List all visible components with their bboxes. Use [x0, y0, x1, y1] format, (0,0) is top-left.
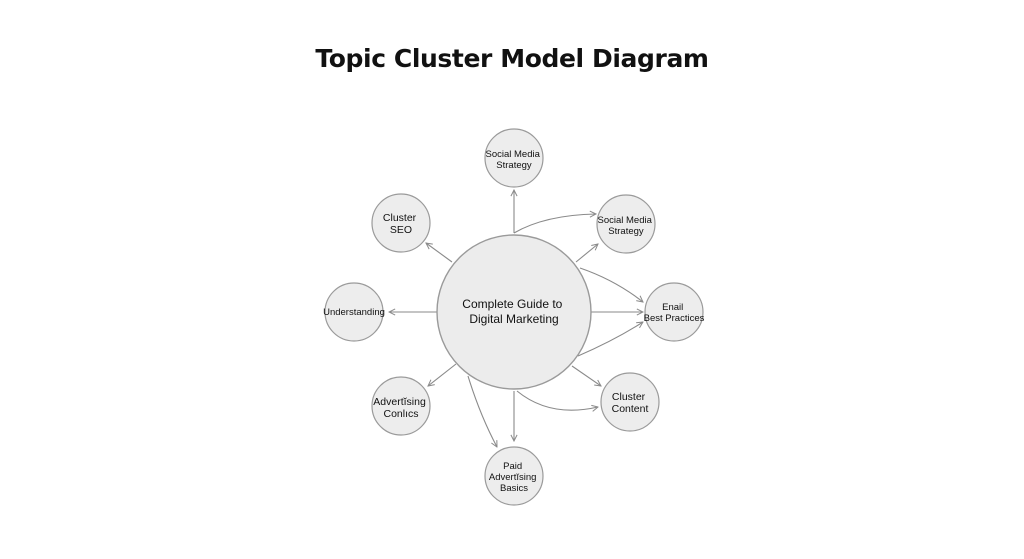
edges [389, 190, 643, 447]
cluster-node-email-best-practices[interactable]: Enail Best Practices [644, 282, 705, 342]
node-label: Social Media Strategy [597, 215, 654, 237]
node-label-line: Conlıcs [383, 408, 418, 420]
node-circle [600, 372, 660, 432]
node-label-line: SEO [390, 224, 412, 236]
hub-label-line: Complete Guide to [462, 297, 562, 311]
node-circle [484, 128, 544, 188]
cluster-node-understanding[interactable]: Understanding [323, 282, 385, 342]
edge-to-cluster-seo [426, 243, 453, 263]
node-label-line: Strategy [608, 226, 644, 237]
hub-label: Complete Guide to Digital Marketing [462, 297, 565, 326]
node-label-line: Enail [662, 302, 683, 313]
node-label-line: Advertĭsing [373, 396, 426, 408]
edge-to-cluster-content-curve [516, 390, 598, 410]
node-label-line: Strategy [496, 160, 532, 171]
node-label-line: Content [612, 403, 649, 415]
cluster-node-social-media-strategy-right[interactable]: Social Media Strategy [596, 194, 656, 254]
node-circle [484, 446, 544, 506]
node-label-line: Social Media [485, 149, 540, 160]
edge-to-email-curve-bottom [577, 322, 643, 357]
node-circle [324, 282, 384, 342]
edge-to-cluster-content [571, 365, 601, 386]
hub-circle [436, 234, 592, 390]
cluster-node-paid-advertising-basics[interactable]: Paid Advertĭsing Basics [484, 446, 544, 506]
hub-label-line: Digital Marketing [469, 312, 558, 326]
node-circle [644, 282, 704, 342]
node-label: Social Media Strategy [485, 149, 542, 171]
node-label-line: Basics [500, 483, 528, 494]
node-label-line: Social Media [597, 215, 652, 226]
node-label-line: Paid [503, 461, 522, 472]
node-label-line: Understanding [323, 307, 385, 318]
cluster-node-social-media-strategy-top[interactable]: Social Media Strategy [484, 128, 544, 188]
cluster-node-advertising-conlcs[interactable]: Advertĭsing Conlıcs [371, 376, 431, 436]
node-label-line: Cluster [383, 212, 417, 224]
node-label: Advertĭsing Conlıcs [373, 396, 428, 420]
node-label: Understanding [323, 307, 385, 318]
node-label: Cluster SEO [383, 212, 419, 236]
edge-to-social-media-strategy-right [513, 214, 596, 234]
node-label-line: Cluster [612, 391, 646, 403]
node-circle [596, 194, 656, 254]
node-label: Paid Advertĭsing Basics [489, 461, 539, 494]
node-circle [371, 193, 431, 253]
edge-to-advertising-conlcs [428, 363, 457, 386]
page-title: Topic Cluster Model Diagram [315, 44, 709, 73]
edge-to-paid-advertising-curve [467, 375, 497, 447]
cluster-node-cluster-seo[interactable]: Cluster SEO [371, 193, 431, 253]
node-circle [371, 376, 431, 436]
node-label-line: Best Practices [644, 313, 705, 324]
edge-to-social-media-strategy-right-2 [575, 244, 598, 263]
cluster-node-cluster-content[interactable]: Cluster Content [600, 372, 660, 432]
node-label: Enail Best Practices [644, 302, 705, 324]
edge-to-email-curve-top [579, 267, 643, 302]
hub-node[interactable]: Complete Guide to Digital Marketing [436, 234, 592, 390]
node-label: Cluster Content [612, 391, 649, 415]
node-label-line: Advertĭsing [489, 472, 537, 483]
